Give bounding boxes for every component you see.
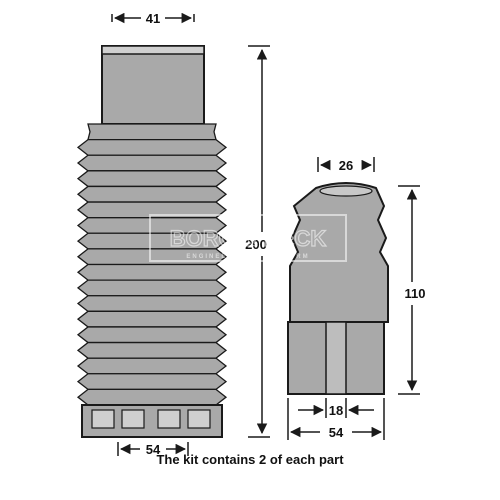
dim-label-boot-top: 41: [146, 11, 160, 26]
bellows-rib: [76, 185, 228, 203]
bellows-rib: [76, 138, 228, 156]
bellows-rib: [76, 263, 228, 281]
bellows-rib: [87, 123, 217, 141]
bellows-rib: [76, 154, 228, 172]
boot-top-cap: [101, 45, 205, 55]
dim-label-boot-bottom: 54: [146, 442, 161, 457]
dim-label-bumper-top: 26: [339, 158, 353, 173]
bellows-rib: [76, 357, 228, 375]
brand-watermark-logo: BORG & BECK ENGINEERED TO PERFORM: [149, 214, 347, 262]
bellows-rib: [76, 341, 228, 359]
bellows-rib: [76, 279, 228, 297]
bump-stop-upper: [289, 182, 389, 323]
dimension-lines: [111, 12, 420, 456]
bellows-rib: [76, 295, 228, 312]
bump-stop-inner-slot: [325, 321, 347, 395]
dim-label-boot-height: 200: [245, 237, 267, 252]
svg-text:BORG & BECK: BORG & BECK: [170, 226, 327, 251]
bellows-rib: [76, 388, 228, 406]
dim-label-bumper-inner: 18: [329, 403, 343, 418]
bump-stop-top-ring: [319, 185, 373, 197]
svg-text:ENGINEERED TO PERFORM: ENGINEERED TO PERFORM: [186, 254, 309, 260]
bellows-rib: [76, 310, 228, 328]
kit-caption: The kit contains 2 of each part: [156, 452, 344, 467]
dim-label-bumper-height: 110: [405, 286, 426, 301]
dim-label-bumper-bottom: 54: [329, 425, 344, 440]
bellows-rib: [76, 326, 228, 344]
bellows-rib: [76, 170, 228, 188]
bellows-rib: [76, 373, 228, 391]
boot-top-cylinder: [101, 45, 205, 125]
boot-bellows: [76, 123, 228, 406]
bump-stop: [287, 182, 389, 395]
boot-base-clips: [91, 409, 211, 429]
